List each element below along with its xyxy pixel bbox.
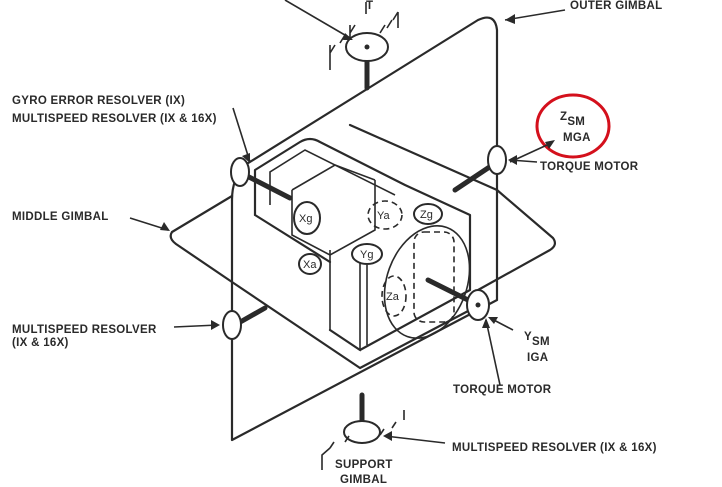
ya-axis-label: Ya bbox=[377, 210, 391, 222]
torque-motor-bottom-label: TORQUE MOTOR bbox=[453, 384, 552, 396]
za-axis-label: Za bbox=[386, 291, 400, 303]
y-sm-label: YSM bbox=[524, 331, 550, 348]
bottom-bearing bbox=[343, 420, 381, 444]
multispeed-resolver-left-ratio: (IX & 16X) bbox=[12, 337, 69, 349]
multispeed-resolver-left-label: MULTISPEED RESOLVER bbox=[12, 324, 157, 336]
support-label: SUPPORT bbox=[335, 459, 393, 471]
torque-motor-top-label: TORQUE MOTOR bbox=[540, 161, 639, 173]
z-sm-label: ZSM bbox=[560, 111, 585, 128]
multispeed-resolver-top-label: MULTISPEED RESOLVER (IX & 16X) bbox=[12, 113, 217, 125]
multispeed-resolver-pivot bbox=[222, 310, 242, 340]
zg-axis-label: Zg bbox=[420, 209, 433, 221]
iga-label: IGA bbox=[527, 352, 548, 364]
middle-gimbal bbox=[169, 123, 557, 370]
gimbal-label: GIMBAL bbox=[340, 474, 387, 486]
middle-gimbal-label: MIDDLE GIMBAL bbox=[12, 211, 109, 223]
multispeed-resolver-bottom-label: MULTISPEED RESOLVER (IX & 16X) bbox=[452, 442, 657, 454]
gyro-error-resolver-label: GYRO ERROR RESOLVER (IX) bbox=[12, 95, 185, 107]
torque-motor-pivot-top bbox=[487, 145, 507, 175]
xg-axis-label: Xg bbox=[299, 213, 312, 225]
top-axis-label: T bbox=[366, 0, 373, 12]
mga-label: MGA bbox=[563, 132, 591, 144]
xa-axis-label: Xa bbox=[303, 259, 317, 271]
yg-axis-label: Yg bbox=[360, 249, 373, 261]
highlight-circle bbox=[535, 93, 611, 159]
gyro-error-resolver-pivot bbox=[230, 157, 250, 187]
outer-gimbal-label: OUTER GIMBAL bbox=[570, 0, 662, 12]
